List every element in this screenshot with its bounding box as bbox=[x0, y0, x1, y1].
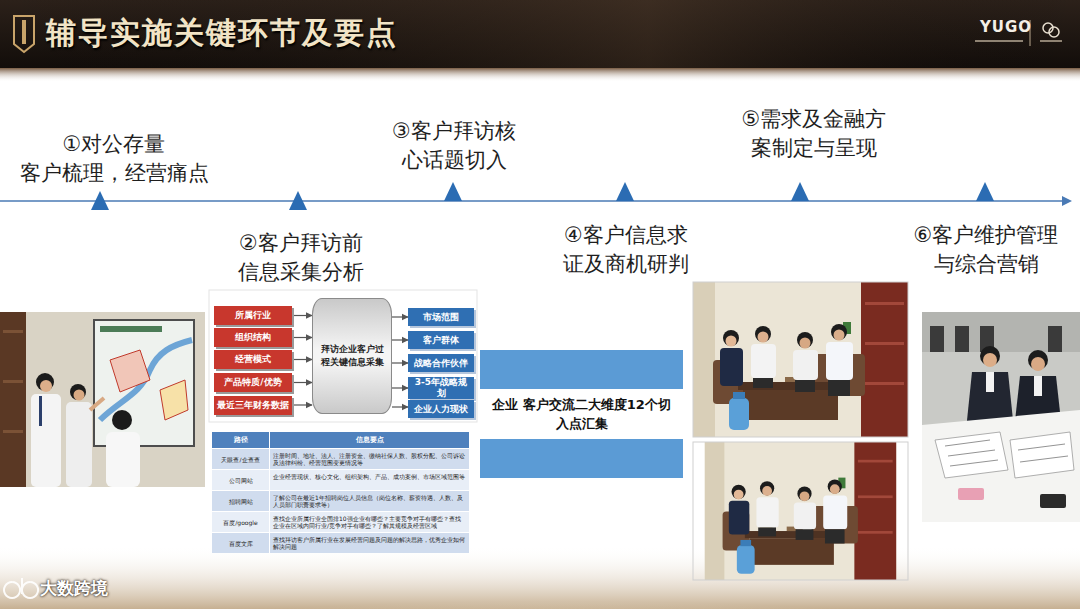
table-cell: 查找拜访客户所属行业在发展经营问题及问题的解决思路，优秀企业如何解决问题 bbox=[270, 532, 470, 553]
output-box: 战略合作伙伴 bbox=[408, 354, 474, 372]
table-cell: 百度/google bbox=[212, 511, 270, 532]
step-label: ④客户信息求 证及商机研判 bbox=[550, 221, 702, 279]
slide-title: 辅导实施关键环节及要点 bbox=[46, 13, 398, 54]
connector-arrow bbox=[392, 316, 408, 317]
input-box: 所属行业 bbox=[214, 306, 292, 325]
output-box-text: 客户群体 bbox=[423, 335, 459, 346]
step-label: ③客户拜访核 心话题切入 bbox=[380, 117, 528, 175]
table-cell: 招聘网站 bbox=[212, 490, 270, 511]
table-header: 路径 bbox=[212, 432, 270, 448]
step-label: ①对公存量 客户梳理，经营痛点 bbox=[8, 130, 220, 188]
step-label: ⑥客户维护管理 与综合营销 bbox=[900, 221, 1072, 279]
connector-arrow bbox=[392, 339, 408, 340]
table-cell: 注册时间、地址、法人、注册资金、缴纳社保人数、股权分配、公司诉讼及法律纠纷、经营… bbox=[270, 448, 470, 469]
step-label: ②客户拜访前 信息采集分析 bbox=[226, 229, 376, 287]
table-header: 信息要点 bbox=[270, 432, 470, 448]
table-cell: 了解公司在最近1年招聘岗位人员信息（岗位名称、薪资待遇、人数、及人员部门职责要求… bbox=[270, 490, 470, 511]
output-box: 3-5年战略规划 bbox=[408, 377, 474, 399]
connector-arrow bbox=[292, 359, 312, 360]
connector-arrow bbox=[392, 387, 408, 388]
input-box-text: 产品特质/优势 bbox=[224, 377, 281, 388]
input-box: 产品特质/优势 bbox=[214, 373, 292, 392]
output-box: 客户群体 bbox=[408, 331, 474, 349]
hub-box: 拜访企业客户过程关键信息采集 bbox=[312, 298, 392, 414]
connector-arrow bbox=[292, 404, 312, 405]
summary-box: 企业 客户交流二大维度12个切入点汇集 bbox=[480, 350, 683, 478]
input-box: 组织结构 bbox=[214, 328, 292, 347]
connector-arrow bbox=[292, 337, 312, 338]
table-cell: 百度文库 bbox=[212, 532, 270, 553]
output-box: 企业人力现状 bbox=[408, 400, 474, 418]
summary-box-text: 企业 客户交流二大维度12个切入点汇集 bbox=[480, 389, 683, 439]
table-cell: 企业经营现状、核心文化、组织架构、产品、成功案例、市场区域范围等 bbox=[270, 469, 470, 490]
output-box: 市场范围 bbox=[408, 308, 474, 326]
connector-arrow bbox=[292, 382, 312, 383]
input-box-text: 经营模式 bbox=[235, 354, 271, 365]
step-label: ⑤需求及金融方 案制定与呈现 bbox=[728, 105, 900, 163]
input-box: 经营模式 bbox=[214, 350, 292, 369]
input-box-text: 最近三年财务数据 bbox=[217, 400, 289, 411]
table-cell: 公司网站 bbox=[212, 469, 270, 490]
input-box-text: 所属行业 bbox=[235, 310, 271, 321]
input-box: 最近三年财务数据 bbox=[214, 396, 292, 415]
output-box-text: 3-5年战略规划 bbox=[411, 377, 471, 399]
connector-arrow bbox=[392, 362, 408, 363]
table-cell: 查找企业所属行业全国排10强企业有哪些？主要竞争对手有哪些？查找企业在区域内同行… bbox=[270, 511, 470, 532]
connector-arrow bbox=[392, 406, 408, 407]
connector-arrow bbox=[292, 315, 312, 316]
brand-logo: YUGO bbox=[980, 18, 1032, 36]
table-cell: 天眼查/企查查 bbox=[212, 448, 270, 469]
input-box-text: 组织结构 bbox=[235, 332, 271, 343]
output-box-text: 企业人力现状 bbox=[414, 404, 468, 415]
watermark: 大数跨境 bbox=[40, 577, 108, 600]
output-box-text: 市场范围 bbox=[423, 312, 459, 323]
output-box-text: 战略合作伙伴 bbox=[414, 358, 468, 369]
hub-box-text: 拜访企业客户过程关键信息采集 bbox=[319, 343, 385, 369]
